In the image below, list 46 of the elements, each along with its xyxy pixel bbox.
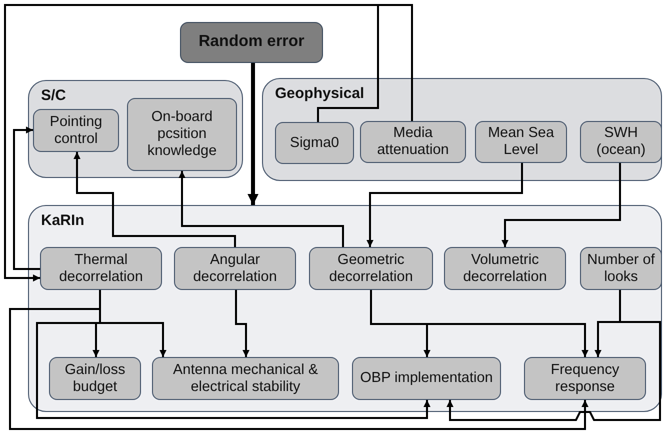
process-box: [475, 121, 567, 163]
box-label: OBP implementation: [360, 370, 493, 387]
box-label: Pointing control: [48, 114, 104, 148]
process-box: [33, 109, 119, 152]
box-label: Geometric decorrelation: [328, 252, 414, 286]
box-label: Volumetric decorrelation: [462, 252, 548, 286]
connector-arrow: [13, 126, 40, 270]
box-label: Angular decorrelation: [192, 252, 278, 286]
group-heading: Geophysical: [275, 85, 364, 102]
box-label: Frequency response: [550, 362, 620, 396]
box-label: Mean Sea Level: [486, 125, 556, 159]
group-panel: [262, 78, 662, 181]
process-box: [360, 121, 466, 163]
box-label: On-board pcsition knowledge: [146, 109, 218, 160]
group-panel: [28, 80, 243, 178]
box-label: Number of looks: [586, 252, 656, 286]
process-box: [40, 247, 162, 290]
process-box: [580, 121, 662, 163]
process-box: [309, 247, 433, 290]
process-box: [352, 357, 501, 400]
connector-arrow: [248, 63, 258, 205]
box-label: Media attenuation: [376, 125, 450, 159]
process-box: [127, 98, 237, 171]
box-label: SWH (ocean): [595, 125, 647, 159]
connector-arrow: [178, 171, 344, 247]
process-box: [180, 22, 323, 63]
connector-arrow: [235, 290, 250, 357]
connector-arrow: [502, 163, 621, 247]
box-label: Thermal decorrelation: [58, 252, 144, 286]
process-box: [152, 357, 339, 400]
process-box: [580, 247, 662, 290]
box-label: Sigma0: [290, 134, 340, 152]
group-heading: S/C: [41, 87, 66, 104]
process-box: [524, 357, 646, 400]
box-label: Antenna mechanical & electrical stability: [172, 362, 320, 396]
process-box: [174, 247, 296, 290]
connector-arrow: [370, 290, 588, 357]
process-box: [275, 122, 354, 164]
box-label: Gain/loss budget: [64, 362, 126, 396]
box-label: Random error: [198, 33, 304, 52]
process-box: [444, 247, 566, 290]
group-heading: KaRIn: [41, 212, 84, 229]
connector-arrow: [366, 163, 523, 247]
connector-arrow: [74, 152, 236, 247]
group-panel: [28, 205, 662, 412]
process-box: [49, 357, 141, 400]
